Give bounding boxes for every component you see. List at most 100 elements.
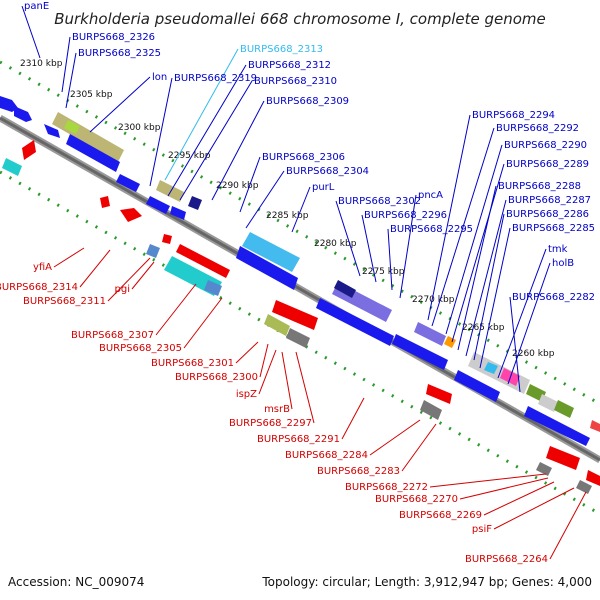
forward-gene-label[interactable]: BURPS668_2310 xyxy=(254,76,337,87)
forward-gene-label[interactable]: BURPS668_2325 xyxy=(78,48,161,59)
forward-gene-arrow[interactable] xyxy=(392,334,448,370)
forward-gene-label[interactable]: BURPS668_2312 xyxy=(248,60,331,71)
forward-leader-line xyxy=(361,214,377,283)
map-title: Burkholderia pseudomallei 668 chromosome… xyxy=(54,10,546,28)
forward-gene-label[interactable]: BURPS668_2282 xyxy=(512,292,595,303)
forward-leader-line xyxy=(479,227,511,369)
reverse-gene-label[interactable]: BURPS668_2311 xyxy=(23,296,106,307)
forward-leader-line xyxy=(164,48,239,181)
forward-gene-arrow[interactable] xyxy=(454,370,500,402)
reverse-gene-box[interactable] xyxy=(420,400,442,420)
forward-gene-label[interactable]: BURPS668_2313 xyxy=(240,44,323,55)
reverse-gene-arrow[interactable] xyxy=(100,196,110,208)
forward-gene-box[interactable] xyxy=(414,322,446,346)
forward-gene-label[interactable]: BURPS668_2287 xyxy=(508,195,591,206)
reverse-gene-label[interactable]: pgi xyxy=(115,284,130,295)
reverse-gene-label[interactable]: BURPS668_2264 xyxy=(465,554,548,565)
forward-gene-label[interactable]: BURPS668_2319 xyxy=(174,73,257,84)
forward-gene-arrow[interactable] xyxy=(14,106,32,122)
reverse-gene-label[interactable]: ispZ xyxy=(236,389,257,400)
reverse-gene-arrow[interactable] xyxy=(426,384,452,404)
forward-gene-arrow[interactable] xyxy=(170,206,186,220)
reverse-leader-line xyxy=(493,487,575,530)
forward-gene-box[interactable] xyxy=(334,280,356,298)
forward-gene-label[interactable]: BURPS668_2296 xyxy=(364,210,447,221)
reverse-gene-label[interactable]: BURPS668_2284 xyxy=(285,450,368,461)
forward-leader-line xyxy=(245,170,285,229)
forward-gene-label[interactable]: BURPS668_2295 xyxy=(390,224,473,235)
reverse-gene-box[interactable] xyxy=(576,480,592,494)
reverse-gene-box[interactable] xyxy=(204,280,222,296)
forward-gene-label[interactable]: lon xyxy=(152,72,167,83)
reverse-gene-label[interactable]: BURPS668_2314 xyxy=(0,282,78,293)
forward-gene-arrow[interactable] xyxy=(66,134,120,172)
forward-gene-label[interactable]: BURPS668_2290 xyxy=(504,140,587,151)
forward-gene-arrow[interactable] xyxy=(0,96,18,112)
forward-gene-label[interactable]: panE xyxy=(24,1,49,12)
reverse-gene-arrow[interactable] xyxy=(162,234,172,244)
forward-gene-box[interactable] xyxy=(554,400,574,418)
forward-gene-label[interactable]: purL xyxy=(312,182,335,193)
forward-gene-box[interactable] xyxy=(188,196,202,210)
forward-gene-label[interactable]: BURPS668_2285 xyxy=(512,223,595,234)
reverse-gene-box[interactable] xyxy=(590,420,600,432)
reverse-gene-label[interactable]: BURPS668_2305 xyxy=(99,343,182,354)
forward-gene-label[interactable]: BURPS668_2286 xyxy=(506,209,589,220)
reverse-gene-label[interactable]: BURPS668_2269 xyxy=(399,510,482,521)
forward-gene-box[interactable] xyxy=(242,232,300,272)
forward-gene-label[interactable]: BURPS668_2326 xyxy=(72,32,155,43)
reverse-gene-box[interactable] xyxy=(264,314,290,336)
forward-gene-label[interactable]: BURPS668_2292 xyxy=(496,123,579,134)
reverse-gene-label[interactable]: BURPS668_2307 xyxy=(71,330,154,341)
reverse-gene-box[interactable] xyxy=(536,462,552,476)
reverse-gene-arrow[interactable] xyxy=(22,140,36,160)
forward-gene-box[interactable] xyxy=(156,180,184,202)
reverse-gene-arrow[interactable] xyxy=(546,446,580,470)
reverse-gene-label[interactable]: BURPS668_2291 xyxy=(257,434,340,445)
forward-gene-label[interactable]: BURPS668_2309 xyxy=(266,96,349,107)
kbp-tick-label: 2260 kbp xyxy=(512,349,555,359)
reverse-gene-label[interactable]: yfiA xyxy=(33,262,52,273)
reverse-leader-line xyxy=(429,473,547,488)
reverse-gene-label[interactable]: BURPS668_2283 xyxy=(317,466,400,477)
reverse-gene-box[interactable] xyxy=(146,244,160,258)
forward-leader-line xyxy=(335,200,361,277)
forward-gene-arrow[interactable] xyxy=(116,174,140,192)
forward-gene-box[interactable] xyxy=(444,336,456,348)
forward-gene-box[interactable] xyxy=(64,120,80,134)
reverse-gene-arrow[interactable] xyxy=(272,300,318,330)
forward-gene-label[interactable]: pncA xyxy=(418,190,443,201)
forward-gene-label[interactable]: BURPS668_2306 xyxy=(262,152,345,163)
kbp-tick-label: 2290 kbp xyxy=(216,181,259,191)
forward-gene-arrow[interactable] xyxy=(236,246,298,290)
kbp-tick-label: 2285 kbp xyxy=(266,211,309,221)
forward-gene-arrow[interactable] xyxy=(44,124,60,138)
forward-gene-arrow[interactable] xyxy=(316,298,394,346)
forward-leader-line xyxy=(445,144,503,335)
forward-gene-label[interactable]: BURPS668_2302 xyxy=(338,196,421,207)
reverse-gene-box[interactable] xyxy=(286,328,310,348)
reverse-gene-arrow[interactable] xyxy=(120,208,142,222)
reverse-gene-label[interactable]: psiF xyxy=(472,524,492,535)
forward-gene-label[interactable]: BURPS668_2288 xyxy=(498,181,581,192)
reverse-gene-label[interactable]: msrB xyxy=(264,404,290,415)
reverse-gene-label[interactable]: BURPS668_2301 xyxy=(151,358,234,369)
forward-gene-box[interactable] xyxy=(484,362,498,374)
forward-gene-box[interactable] xyxy=(538,394,558,412)
forward-gene-arrow[interactable] xyxy=(524,406,590,446)
reverse-gene-box[interactable] xyxy=(2,158,22,176)
reverse-gene-label[interactable]: BURPS668_2297 xyxy=(229,418,312,429)
reverse-gene-label[interactable]: BURPS668_2272 xyxy=(345,482,428,493)
forward-gene-label[interactable]: tmk xyxy=(548,244,568,255)
forward-gene-label[interactable]: BURPS668_2289 xyxy=(506,159,589,170)
forward-gene-box[interactable] xyxy=(146,196,170,214)
reverse-gene-label[interactable]: BURPS668_2270 xyxy=(375,494,458,505)
reverse-gene-arrow[interactable] xyxy=(176,244,230,278)
forward-gene-label[interactable]: BURPS668_2294 xyxy=(472,110,555,121)
forward-gene-label[interactable]: holB xyxy=(552,258,574,269)
reverse-leader-line xyxy=(341,397,365,440)
reverse-gene-label[interactable]: BURPS668_2300 xyxy=(175,372,258,383)
forward-gene-label[interactable]: BURPS668_2304 xyxy=(286,166,369,177)
reverse-gene-arrow[interactable] xyxy=(586,470,600,486)
